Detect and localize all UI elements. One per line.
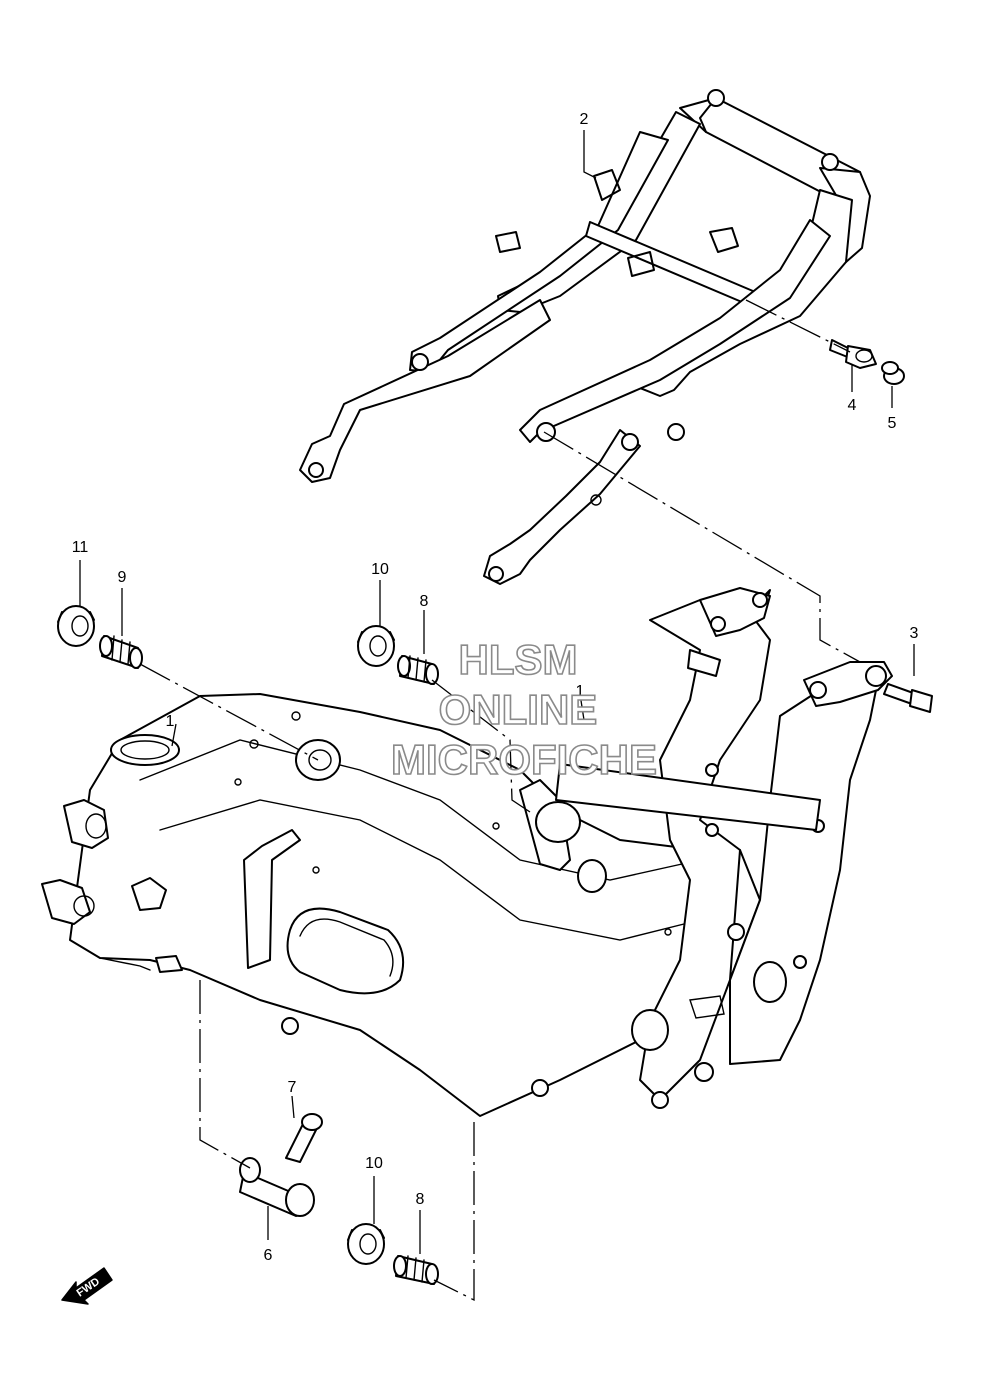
callout-numbers: 1 1 2 3 4 5 6 7 8 8 9 10 10 11 xyxy=(72,111,919,1264)
bolt-part-3 xyxy=(883,683,933,713)
collar-part-6 xyxy=(239,1157,315,1217)
callout-5: 5 xyxy=(888,415,897,432)
seat-rail xyxy=(299,89,871,585)
callout-4: 4 xyxy=(848,397,857,414)
callout-1b: 1 xyxy=(576,683,585,700)
callout-11: 11 xyxy=(72,539,89,556)
callout-3: 3 xyxy=(910,625,919,642)
watermark-line-2: ONLINE xyxy=(439,686,598,733)
callout-9: 9 xyxy=(118,569,127,586)
watermark-line-3: MICROFICHE xyxy=(391,736,657,783)
bolt-part-7 xyxy=(285,1113,323,1163)
callout-1a: 1 xyxy=(166,713,175,730)
watermark: HLSM ONLINE MICROFICHE xyxy=(390,635,658,784)
spring-part-9 xyxy=(99,635,143,669)
spring-part-8-upper xyxy=(397,655,439,685)
nut-part-10-upper xyxy=(357,625,395,667)
nut-part-10-lower xyxy=(347,1223,385,1265)
watermark-line-1: HLSM xyxy=(459,636,578,683)
fwd-arrow-icon: FWD xyxy=(61,1267,113,1305)
callout-7: 7 xyxy=(288,1079,297,1096)
callout-6: 6 xyxy=(264,1247,273,1264)
cap-part-5 xyxy=(881,361,905,385)
callout-8b: 8 xyxy=(416,1191,425,1208)
assembly-lines xyxy=(139,299,861,1302)
callout-2: 2 xyxy=(580,111,589,128)
bolt-part-4 xyxy=(829,339,877,369)
leader-lines xyxy=(79,130,915,1254)
callout-8a: 8 xyxy=(420,593,429,610)
callout-10b: 10 xyxy=(365,1155,383,1172)
main-frame xyxy=(41,587,893,1117)
callout-10a: 10 xyxy=(371,561,389,578)
nut-part-11 xyxy=(57,605,95,647)
spring-part-8-lower xyxy=(393,1255,439,1285)
